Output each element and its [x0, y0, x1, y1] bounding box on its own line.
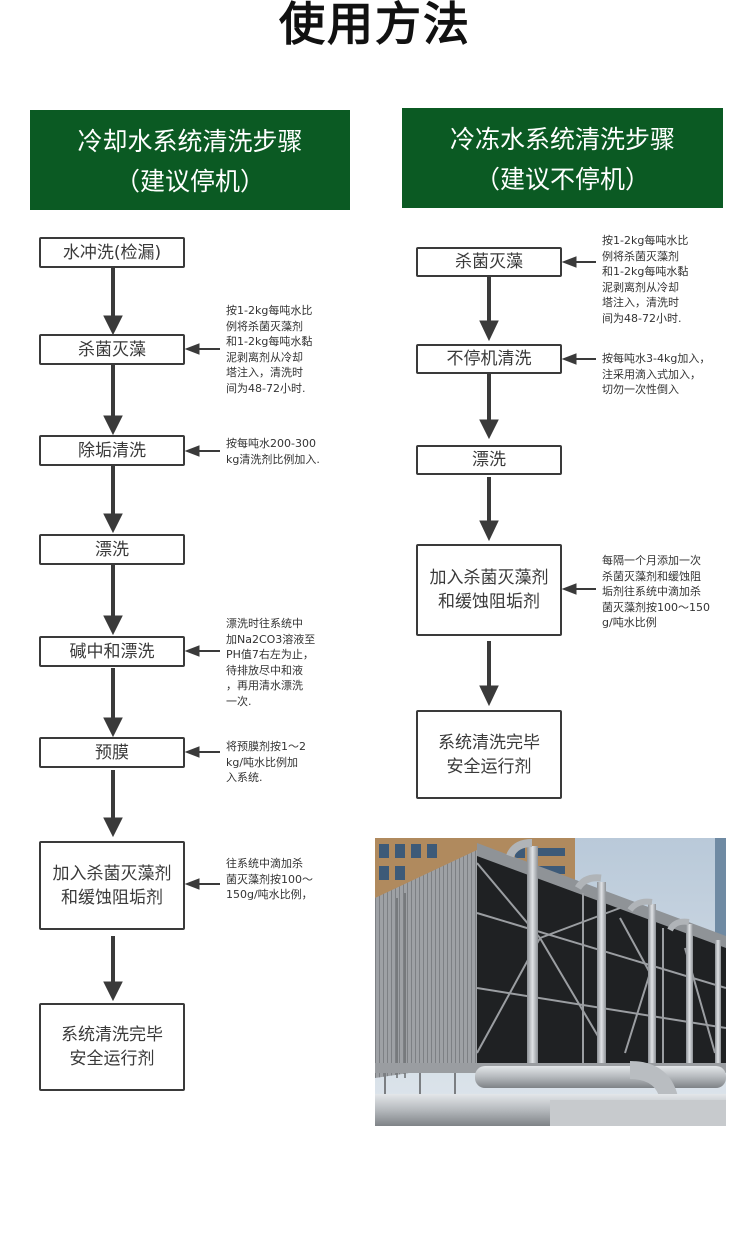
step-label: 预膜 — [95, 742, 129, 763]
step-add-inhibitor: 加入杀菌灭藻剂 和缓蚀阻垢剂 — [416, 544, 562, 636]
header-line2: （建议不停机） — [474, 165, 650, 194]
step-complete: 系统清洗完毕 安全运行剂 — [416, 710, 562, 799]
page-title: 使用方法 — [279, 0, 471, 51]
step-label-line2: 安全运行剂 — [446, 756, 532, 777]
step-label-line2: 和缓蚀阻垢剂 — [61, 887, 163, 908]
arrow-left — [184, 445, 220, 457]
step-label: 水冲洗(检漏) — [62, 242, 162, 263]
tower-side-panel — [375, 850, 477, 1078]
arrow-down — [103, 267, 123, 336]
step-label-line2: 和缓蚀阻垢剂 — [438, 592, 540, 612]
note-online-clean: 按每吨水3-4kg加入， 注采用滴入式加入， 切勿一次性倒入 — [602, 352, 711, 396]
header-line1: 冷却水系统清洗步骤 — [77, 127, 303, 156]
note-add-inhibitor: 往系统中滴加杀 菌灭藻剂按100～ 150g/吨水比例， — [226, 857, 313, 901]
step-rinse: 漂洗 — [39, 534, 185, 565]
riser-pipes — [506, 839, 721, 1064]
cooling-tower-photo — [375, 838, 726, 1126]
arrow-left — [561, 353, 596, 365]
header-line2: （建议停机） — [114, 167, 265, 196]
arrow-left — [184, 746, 220, 758]
step-descale: 除垢清洗 — [39, 435, 185, 466]
step-label-line2: 安全运行剂 — [69, 1049, 155, 1069]
arrow-down — [103, 668, 123, 738]
step-sterilize: 杀菌灭藻 — [416, 247, 562, 277]
arrow-down — [103, 936, 123, 1002]
arrow-left — [184, 878, 220, 890]
arrow-left — [184, 645, 220, 657]
step-label: 不停机清洗 — [446, 349, 532, 369]
step-label-line1: 系统清洗完毕 — [438, 732, 540, 753]
arrow-left — [561, 256, 596, 268]
chilled-water-header: 冷冻水系统清洗步骤 （建议不停机） — [402, 108, 723, 208]
step-label-line1: 系统清洗完毕 — [61, 1025, 163, 1045]
arrow-down — [479, 641, 499, 707]
glass-tower — [715, 838, 726, 948]
arrow-down — [103, 565, 123, 636]
header-pipe — [475, 1066, 726, 1088]
cooling-tower-illustration — [375, 838, 726, 1126]
step-add-inhibitor: 加入杀菌灭藻剂 和缓蚀阻垢剂 — [39, 841, 185, 930]
step-water-flush: 水冲洗(检漏) — [39, 237, 185, 268]
step-rinse: 漂洗 — [416, 445, 562, 475]
note-descale: 按每吨水200-300 kg清洗剂比例加入. — [226, 437, 320, 466]
cooling-water-header: 冷却水系统清洗步骤 （建议停机） — [30, 110, 350, 210]
step-label-line1: 加入杀菌灭藻剂 — [52, 863, 172, 884]
arrow-down — [479, 374, 499, 440]
arrow-down — [103, 466, 123, 534]
note-sterilize: 按1-2kg每吨水比 例将杀菌灭藻剂 和1-2kg每吨水黏 泥剥离剂从冷却 塔注… — [602, 234, 689, 325]
arrow-down — [103, 770, 123, 838]
step-complete: 系统清洗完毕 安全运行剂 — [39, 1003, 185, 1091]
step-label: 杀菌灭藻 — [78, 339, 146, 360]
step-label: 碱中和漂洗 — [69, 641, 155, 662]
step-label: 除垢清洗 — [78, 440, 146, 461]
arrow-down — [103, 363, 123, 436]
note-sterilize: 按1-2kg每吨水比 例将杀菌灭藻剂 和1-2kg每吨水黏 泥剥离剂从冷却 塔注… — [226, 304, 313, 395]
step-label: 漂洗 — [472, 450, 506, 470]
step-label: 漂洗 — [95, 539, 129, 560]
arrow-down — [479, 477, 499, 542]
arrow-left — [184, 343, 220, 355]
note-alkali-neutralize: 漂洗时往系统中 加Na2CO3溶液至 PH值7右左为止， 待排放尽中和液 ，再用… — [226, 617, 316, 708]
arrow-left — [561, 583, 596, 595]
header-line1: 冷冻水系统清洗步骤 — [449, 125, 675, 154]
step-online-clean: 不停机清洗 — [416, 344, 562, 374]
note-add-inhibitor: 每隔一个月添加一次 杀菌灭藻剂和缓蚀阻 垢剂往系统中滴加杀 菌灭藻剂按100～1… — [602, 554, 710, 629]
arrow-down — [479, 277, 499, 342]
note-prefilm: 将预膜剂按1～2 kg/吨水比例加 入系统. — [226, 740, 306, 784]
step-prefilm: 预膜 — [39, 737, 185, 768]
step-label: 杀菌灭藻 — [455, 252, 523, 272]
step-sterilize: 杀菌灭藻 — [39, 334, 185, 365]
step-label-line1: 加入杀菌灭藻剂 — [429, 568, 549, 588]
step-alkali-neutralize: 碱中和漂洗 — [39, 636, 185, 667]
